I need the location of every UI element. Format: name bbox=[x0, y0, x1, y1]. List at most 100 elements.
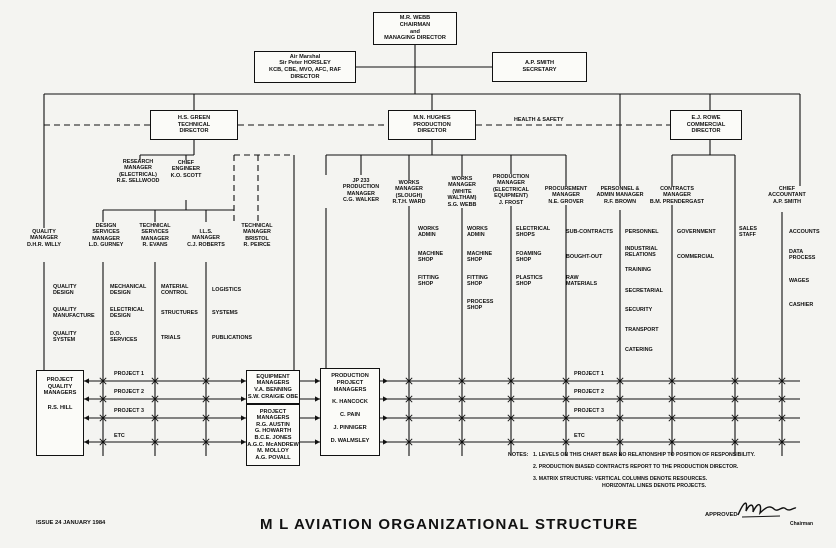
matrix-cross bbox=[616, 438, 624, 446]
quality-item: QUALITY MANUFACTURE bbox=[53, 307, 95, 320]
arrowhead bbox=[84, 396, 89, 402]
matrix-cross bbox=[405, 377, 413, 385]
ils-item: LOGISTICS bbox=[212, 287, 242, 293]
matrix-cross bbox=[507, 377, 515, 385]
tech-services-item: MATERIAL CONTROL bbox=[161, 284, 189, 297]
arrowhead bbox=[241, 415, 246, 421]
slough-item: WORKS ADMIN bbox=[418, 226, 439, 239]
matrix-cross bbox=[202, 377, 210, 385]
quality-item: QUALITY DESIGN bbox=[53, 284, 77, 297]
accounts-item: WAGES bbox=[789, 278, 810, 284]
project-row-label: PROJECT 1 bbox=[114, 371, 144, 377]
matrix-cross bbox=[668, 377, 676, 385]
matrix-cross bbox=[99, 438, 107, 446]
issue-date: ISSUE 24 JANUARY 1984 bbox=[36, 520, 106, 526]
matrix-cross bbox=[731, 438, 739, 446]
arrowhead bbox=[383, 439, 388, 445]
matrix-cross bbox=[458, 377, 466, 385]
matrix-cross bbox=[202, 414, 210, 422]
personnel-item: PERSONNEL bbox=[625, 229, 659, 235]
project-row-label: PROJECT 3 bbox=[574, 408, 604, 414]
matrix-cross bbox=[405, 438, 413, 446]
accounts-item: DATA PROCESS bbox=[789, 249, 816, 262]
accounts-item: CASHIER bbox=[789, 302, 814, 308]
matrix-cross bbox=[616, 377, 624, 385]
matrix-cross bbox=[458, 414, 466, 422]
procurement-item: SUB-CONTRACTS bbox=[566, 229, 614, 235]
matrix-cross bbox=[731, 414, 739, 422]
arrowhead bbox=[315, 415, 320, 421]
matrix-cross bbox=[202, 395, 210, 403]
project-row-label: PROJECT 1 bbox=[574, 371, 604, 377]
matrix-cross bbox=[405, 414, 413, 422]
project-row-label: PROJECT 2 bbox=[574, 389, 604, 395]
matrix-cross bbox=[668, 395, 676, 403]
approved-label: APPROVED bbox=[705, 512, 738, 518]
waltham-item: FITTING SHOP bbox=[467, 275, 488, 288]
matrix-cross bbox=[562, 438, 570, 446]
personnel-item: INDUSTRIAL RELATIONS bbox=[625, 246, 658, 259]
matrix-cross bbox=[151, 438, 159, 446]
arrowhead bbox=[241, 439, 246, 445]
matrix-cross bbox=[405, 395, 413, 403]
matrix-cross bbox=[668, 414, 676, 422]
arrowhead bbox=[315, 439, 320, 445]
matrix-cross bbox=[507, 438, 515, 446]
matrix-cross bbox=[616, 414, 624, 422]
arrowhead bbox=[383, 415, 388, 421]
electrical-item: FOAMING SHOP bbox=[516, 251, 542, 264]
waltham-item: MACHINE SHOP bbox=[467, 251, 493, 264]
matrix-cross bbox=[99, 377, 107, 385]
matrix-cross bbox=[668, 438, 676, 446]
matrix-cross bbox=[202, 438, 210, 446]
contracts-item: COMMERCIAL bbox=[677, 254, 715, 260]
matrix-cross bbox=[778, 414, 786, 422]
personnel-item: SECURITY bbox=[625, 307, 653, 313]
arrowhead bbox=[383, 396, 388, 402]
note-item: 2. PRODUCTION BIASED CONTRACTS REPORT TO… bbox=[533, 464, 739, 470]
matrix-cross bbox=[778, 438, 786, 446]
matrix-cross bbox=[507, 395, 515, 403]
arrowhead bbox=[84, 378, 89, 384]
matrix-cross bbox=[99, 414, 107, 422]
arrowhead bbox=[84, 415, 89, 421]
matrix-cross bbox=[99, 395, 107, 403]
quality-item: QUALITY SYSTEM bbox=[53, 331, 77, 344]
matrix-cross bbox=[562, 395, 570, 403]
note-item: 1. LEVELS ON THIS CHART BEAR NO RELATION… bbox=[533, 452, 755, 458]
project-row-label: PROJECT 2 bbox=[114, 389, 144, 395]
waltham-item: PROCESS SHOP bbox=[467, 299, 494, 312]
chart-title: M L AVIATION ORGANIZATIONAL STRUCTURE bbox=[260, 516, 639, 533]
matrix-cross bbox=[731, 395, 739, 403]
ils-item: PUBLICATIONS bbox=[212, 335, 253, 341]
project-row-label: ETC bbox=[114, 433, 125, 439]
chairman-label: Chairman bbox=[790, 521, 814, 527]
note-item: HORIZONTAL LINES DENOTE PROJECTS. bbox=[602, 483, 707, 489]
waltham-item: WORKS ADMIN bbox=[467, 226, 488, 239]
arrowhead bbox=[241, 396, 246, 402]
tech-services-item: STRUCTURES bbox=[161, 310, 198, 316]
accounts-item: ACCOUNTS bbox=[789, 229, 820, 235]
design-item: ELECTRICAL DESIGN bbox=[110, 307, 145, 320]
